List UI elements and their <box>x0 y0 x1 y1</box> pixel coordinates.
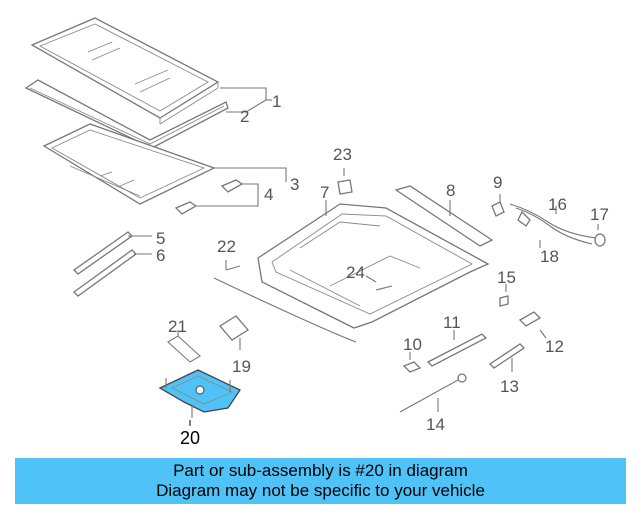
banner-line-1: Part or sub-assembly is #20 in diagram <box>173 461 468 480</box>
callout-15: 15 <box>497 268 516 287</box>
callout-19: 19 <box>232 357 251 376</box>
misc-parts <box>167 179 393 363</box>
callout-7: 7 <box>320 183 329 202</box>
glass-panel <box>30 17 220 125</box>
callout-9: 9 <box>493 173 502 192</box>
info-banner: Part or sub-assembly is #20 in diagram D… <box>15 458 626 504</box>
callout-10: 10 <box>403 335 422 354</box>
callout-2: 2 <box>240 107 249 126</box>
callout-8: 8 <box>446 181 455 200</box>
leader-lines <box>128 87 599 412</box>
parts-diagram: 1 2 3 4 5 6 7 8 9 10 11 12 13 14 15 16 1… <box>24 17 609 448</box>
small-parts <box>399 295 542 413</box>
callout-22: 22 <box>217 237 236 256</box>
callout-17: 17 <box>590 205 609 224</box>
callout-20: 20 <box>180 428 200 448</box>
callout-23: 23 <box>333 145 352 164</box>
callout-6: 6 <box>156 246 165 265</box>
banner-line-2: Diagram may not be specific to your vehi… <box>156 481 485 500</box>
callout-16: 16 <box>548 195 567 214</box>
callout-5: 5 <box>156 229 165 248</box>
callout-12: 12 <box>545 337 564 356</box>
callout-3: 3 <box>290 175 299 194</box>
callout-11: 11 <box>443 313 461 332</box>
callout-4: 4 <box>264 185 273 204</box>
callout-18: 18 <box>540 247 559 266</box>
part-20-highlighted <box>158 369 241 426</box>
callout-24: 24 <box>346 263 365 282</box>
motor-and-cable <box>491 201 606 247</box>
callout-21: 21 <box>168 317 187 336</box>
sunshade <box>394 185 494 247</box>
callout-13: 13 <box>500 377 519 396</box>
callout-14: 14 <box>426 415 445 434</box>
roof-frame <box>257 203 490 329</box>
drain-tube <box>213 277 357 343</box>
callout-labels: 1 2 3 4 5 6 7 8 9 10 11 12 13 14 15 16 1… <box>156 92 609 448</box>
callout-1: 1 <box>272 92 281 111</box>
brackets <box>174 179 244 215</box>
left-rails <box>72 231 137 297</box>
